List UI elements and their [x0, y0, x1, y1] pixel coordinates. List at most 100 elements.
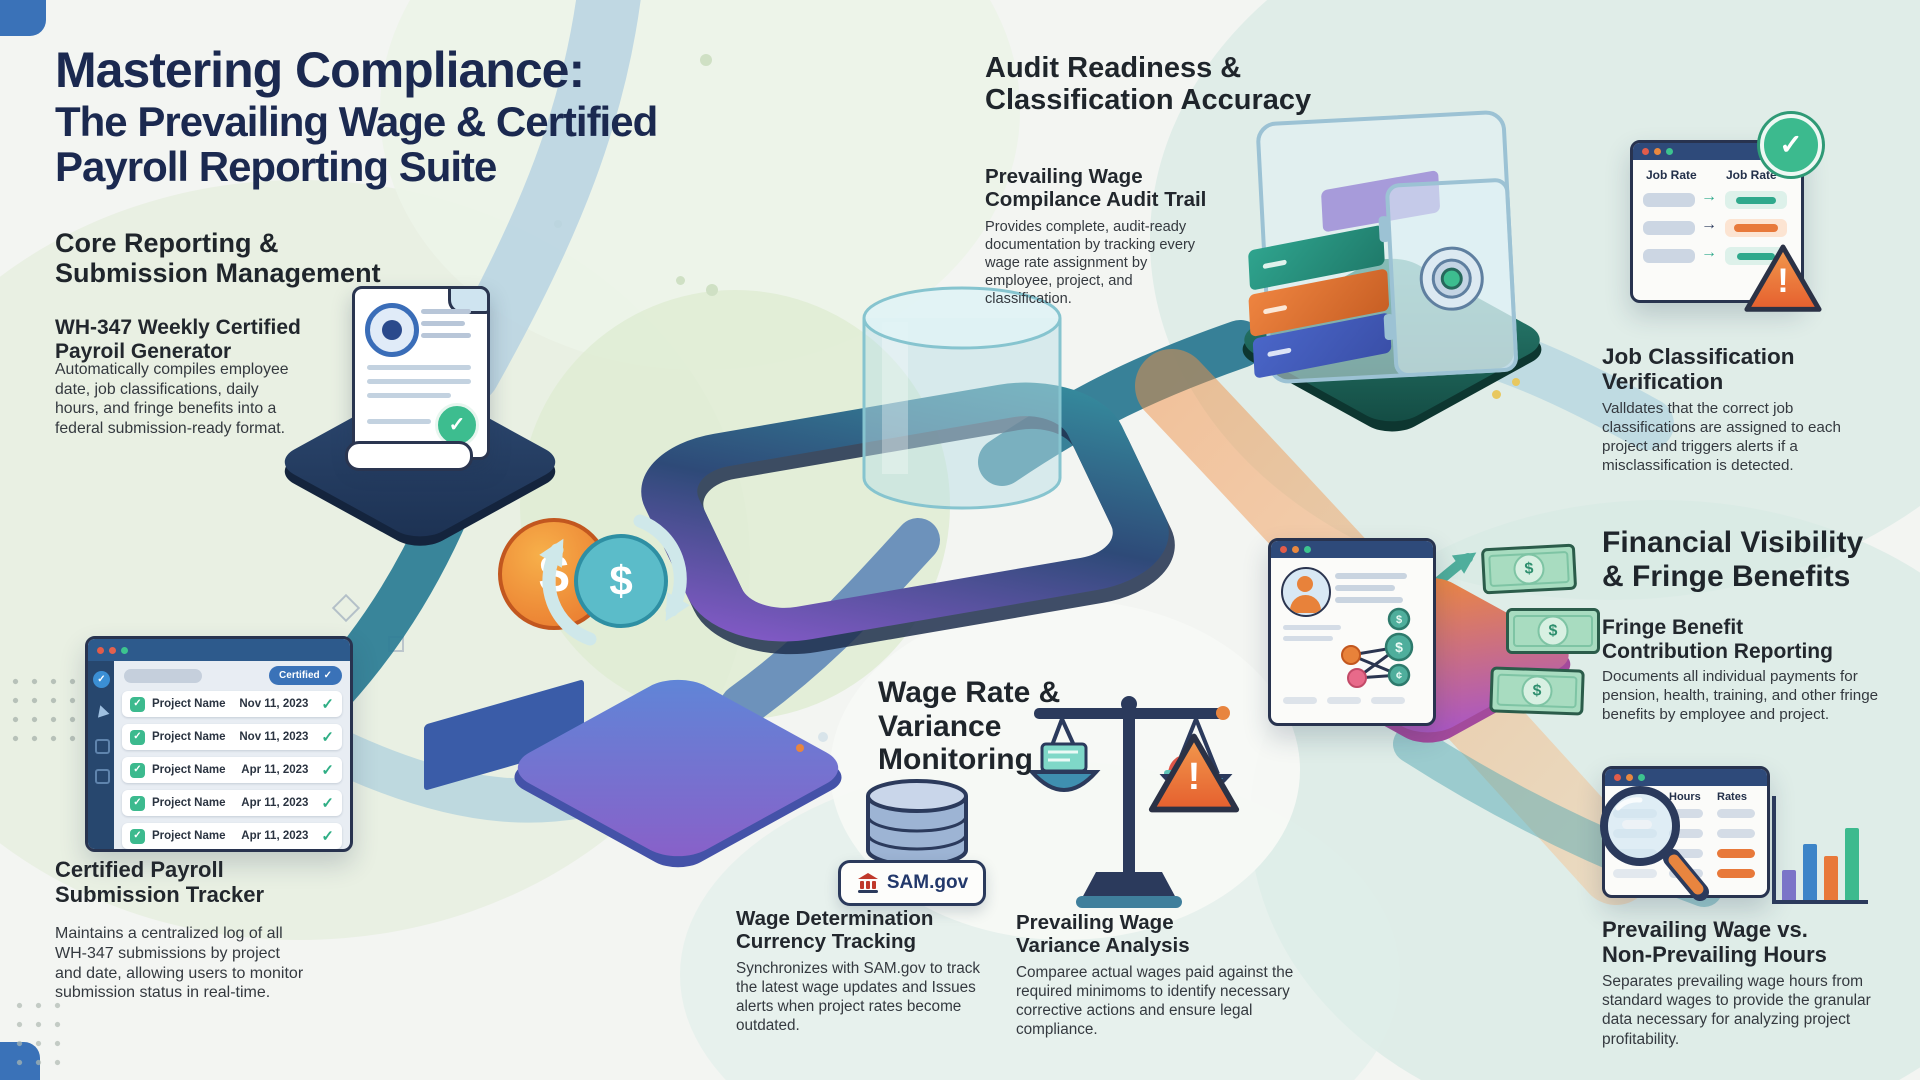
doc-line — [367, 419, 431, 424]
feature-hours-split-title: Prevailing Wage vs. Non-Prevailing Hours — [1602, 917, 1827, 967]
hours-titlebar — [1605, 769, 1767, 786]
checkbox-icon[interactable]: ✓ — [130, 828, 145, 844]
tracker-titlebar — [88, 639, 350, 661]
project-name: Project Name — [152, 797, 226, 809]
feature-variance-title: Prevailing Wage Variance Analysis — [1016, 911, 1190, 957]
dollar-icon: $ — [1532, 681, 1542, 700]
balance-scale-illustration — [1027, 696, 1233, 908]
check-icon: ✓ — [321, 794, 334, 812]
checkbox-icon[interactable]: ✓ — [130, 729, 145, 745]
rates-col-header: Rates — [1717, 791, 1747, 803]
feature-tracker-body: Maintains a centralized log of all WH-34… — [55, 925, 304, 1002]
grid-pill — [1669, 829, 1703, 838]
submission-date: Apr 11, 2023 — [241, 764, 309, 776]
fringe-line — [1327, 697, 1361, 704]
traffic-dot-orange — [1292, 546, 1299, 553]
cent-icon: ¢ — [1396, 670, 1402, 682]
traffic-dot-red — [1614, 774, 1621, 781]
check-icon: ✓ — [97, 673, 106, 685]
dots-decor-bottomleft — [10, 996, 72, 1066]
dollar-bill: $ — [1480, 543, 1578, 595]
grid-pill — [1613, 869, 1657, 878]
sidebar-check-icon: ✓ — [93, 671, 110, 688]
job-pill-left — [1643, 221, 1695, 235]
arrow-icon: → — [1701, 188, 1717, 205]
bar-orange — [1824, 856, 1838, 900]
columns-icon — [857, 873, 878, 893]
fringe-window: $ $ ¢ — [1268, 538, 1436, 726]
fringe-network: $ $ ¢ — [1341, 607, 1414, 688]
warning-triangle-jobcard: ! — [1742, 242, 1824, 316]
job-card-col2-header: Job Rate — [1726, 168, 1777, 182]
corner-pill-topleft — [0, 0, 46, 36]
checkbox-icon[interactable]: ✓ — [130, 762, 145, 778]
sidebar-image-icon — [95, 739, 110, 754]
grid-pill-orange — [1717, 869, 1755, 878]
fringe-line — [1283, 625, 1341, 630]
doc-line — [367, 365, 471, 370]
platform-deco-dot-orange — [796, 744, 804, 752]
certified-badge: Certified ✓ — [269, 666, 342, 685]
doc-line — [367, 379, 471, 384]
traffic-dot-orange — [1654, 148, 1661, 155]
feature-audit-trail-body: Provides complete, audit-ready documenta… — [985, 219, 1196, 308]
feature-variance-body: Comparee actual wages paid against the r… — [1016, 964, 1294, 1038]
project-name: Project Name — [152, 731, 226, 743]
search-input[interactable] — [124, 669, 202, 683]
job-pill-left — [1643, 193, 1695, 207]
database-icon — [866, 779, 968, 867]
page-title-line2: The Prevailing Wage & Certified Payroll … — [55, 98, 658, 190]
submission-date: Nov 11, 2023 — [239, 698, 309, 710]
check-icon: ✓ — [323, 669, 332, 681]
hours-col-header: Hours — [1669, 791, 1701, 803]
tracker-content: Certified ✓ ✓ Project Name Nov 11, 2023 … — [114, 661, 350, 849]
job-pill-right-teal — [1725, 191, 1787, 209]
tracker-row[interactable]: ✓ Project Name Nov 11, 2023 ✓ — [122, 691, 342, 717]
bar-blue — [1803, 844, 1817, 900]
fringe-line — [1371, 697, 1405, 704]
doc-line — [367, 393, 451, 398]
dollar-icon: $ — [1524, 559, 1534, 578]
traffic-dot-green — [1666, 148, 1673, 155]
submission-date: Nov 11, 2023 — [239, 731, 309, 743]
road-top-left — [436, 0, 641, 404]
fringe-line — [1283, 697, 1317, 704]
platform-deco-dot-white — [818, 732, 828, 742]
tracker-row[interactable]: ✓ Project Name Apr 11, 2023 ✓ — [122, 823, 342, 849]
mint-dot-1 — [700, 54, 712, 66]
doc-line — [421, 309, 471, 314]
glass-vault — [1248, 109, 1519, 385]
feature-wage-det-body: Synchronizes with SAM.gov to track the l… — [736, 960, 980, 1034]
dollar-bill: $ — [1506, 608, 1600, 654]
tracker-row[interactable]: ✓ Project Name Apr 11, 2023 ✓ — [122, 790, 342, 816]
grid-pill-orange — [1717, 849, 1755, 858]
traffic-dot-orange — [109, 646, 116, 654]
job-card-titlebar — [1633, 143, 1801, 160]
federal-seal-icon — [365, 303, 419, 357]
traffic-dot-orange — [1626, 774, 1633, 781]
job-card-col1-header: Job Rate — [1646, 168, 1697, 182]
checkbox-icon[interactable]: ✓ — [130, 795, 145, 811]
section-core-heading: Core Reporting & Submission Management — [55, 228, 381, 289]
mint-dot-2 — [676, 276, 685, 285]
feature-job-class-title: Job Classification Verification — [1602, 344, 1795, 395]
check-icon: ✓ — [321, 728, 334, 746]
dollar-icon: $ — [1396, 614, 1402, 626]
tracker-row[interactable]: ✓ Project Name Apr 11, 2023 ✓ — [122, 757, 342, 783]
vault-deco-dot-gold2 — [1512, 378, 1520, 386]
traffic-dot-red — [97, 646, 104, 654]
tracker-row[interactable]: ✓ Project Name Nov 11, 2023 ✓ — [122, 724, 342, 750]
fringe-line — [1335, 585, 1395, 591]
project-name: Project Name — [152, 698, 226, 710]
feature-job-class-body: Valldates that the correct job classific… — [1602, 400, 1841, 474]
project-name: Project Name — [152, 830, 226, 842]
doc-line — [421, 321, 465, 326]
checkbox-icon[interactable]: ✓ — [130, 696, 145, 712]
vault-door — [1378, 177, 1519, 378]
feature-tracker-title: Certified Payroll Submission Tracker — [55, 857, 265, 907]
vault-dial-icon — [1418, 245, 1486, 313]
arrow-icon: → — [1701, 216, 1717, 233]
check-icon: ✓ — [448, 414, 466, 436]
mini-bar-chart — [1772, 796, 1868, 904]
doc-line — [421, 333, 471, 338]
